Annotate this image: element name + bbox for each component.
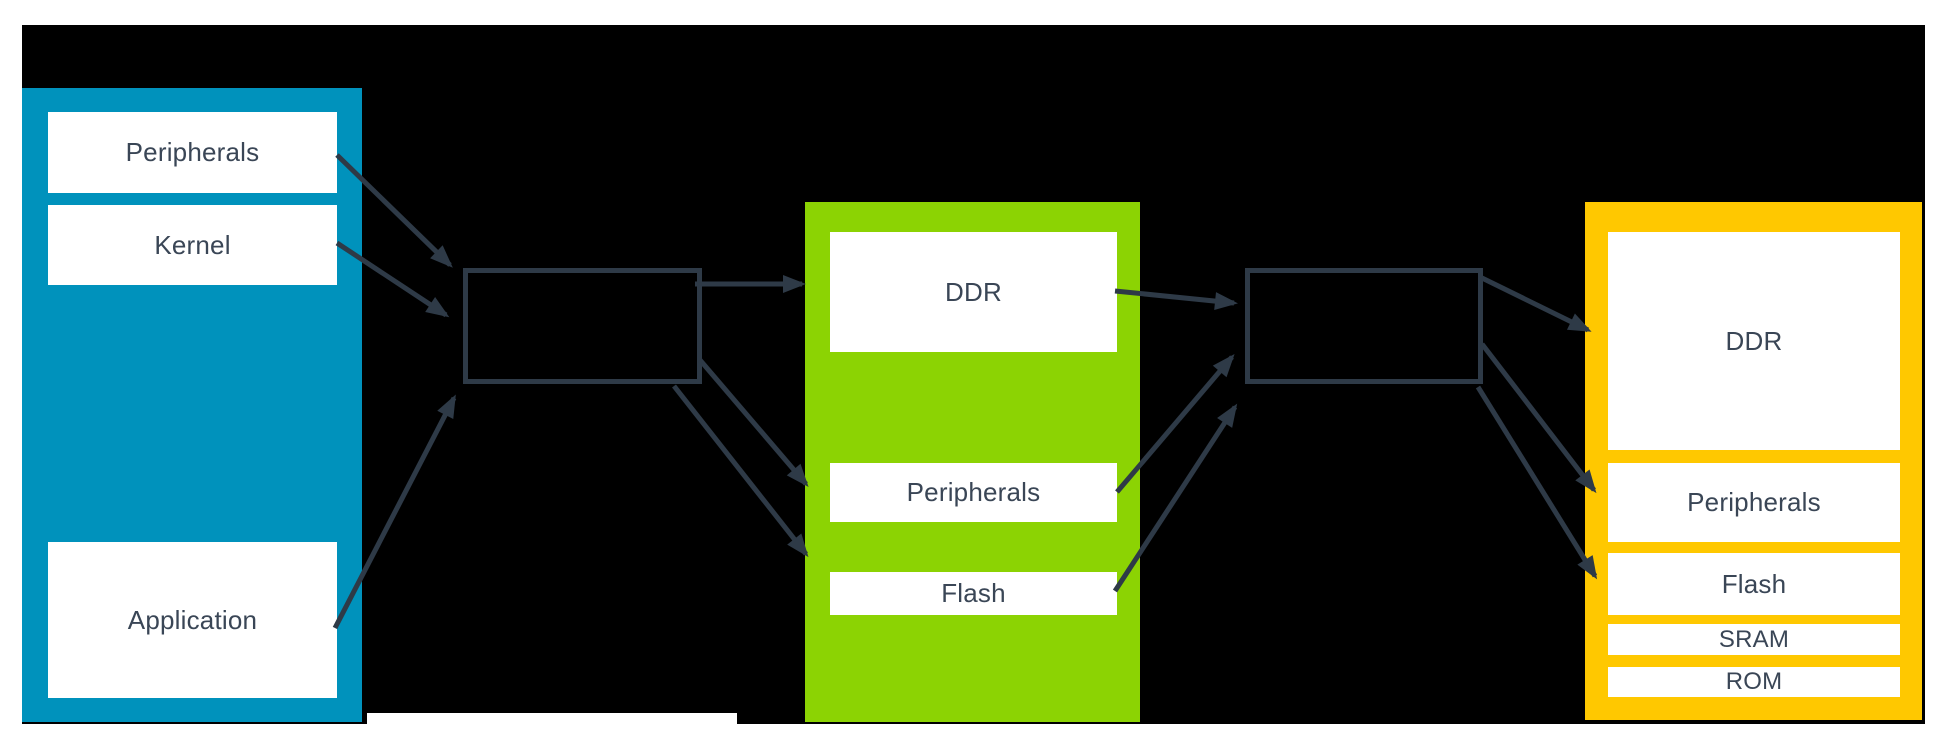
green-region: DDR Peripherals Flash	[805, 202, 1140, 722]
translation-box-2	[1245, 268, 1483, 384]
green-box-ddr-label: DDR	[945, 276, 1002, 307]
yellow-box-peripherals-label: Peripherals	[1687, 487, 1821, 517]
yellow-box-sram: SRAM	[1608, 624, 1900, 655]
yellow-box-rom: ROM	[1608, 667, 1900, 697]
yellow-box-peripherals: Peripherals	[1608, 463, 1900, 542]
yellow-box-rom-label: ROM	[1725, 668, 1783, 695]
green-box-peripherals: Peripherals	[830, 463, 1117, 522]
yellow-box-ddr: DDR	[1608, 232, 1900, 450]
bottom-white-strip	[367, 713, 737, 743]
yellow-box-flash-label: Flash	[1721, 568, 1787, 599]
green-box-flash: Flash	[830, 572, 1117, 615]
blue-region: Peripherals Kernel Application	[22, 88, 362, 722]
blue-box-application-label: Application	[127, 604, 258, 635]
green-box-flash-label: Flash	[941, 578, 1006, 608]
blue-box-application: Application	[48, 542, 337, 698]
translation-box-1	[463, 268, 702, 384]
green-box-ddr: DDR	[830, 232, 1117, 352]
yellow-box-flash: Flash	[1608, 553, 1900, 615]
blue-box-kernel: Kernel	[48, 205, 337, 285]
blue-box-peripherals-label: Peripherals	[125, 137, 260, 167]
blue-box-kernel-label: Kernel	[154, 229, 231, 260]
yellow-region: DDR Peripherals Flash SRAM ROM	[1585, 202, 1922, 720]
green-box-peripherals-label: Peripherals	[906, 477, 1041, 507]
yellow-box-ddr-label: DDR	[1725, 325, 1783, 356]
yellow-box-sram-label: SRAM	[1718, 625, 1790, 653]
blue-box-peripherals: Peripherals	[48, 112, 337, 193]
